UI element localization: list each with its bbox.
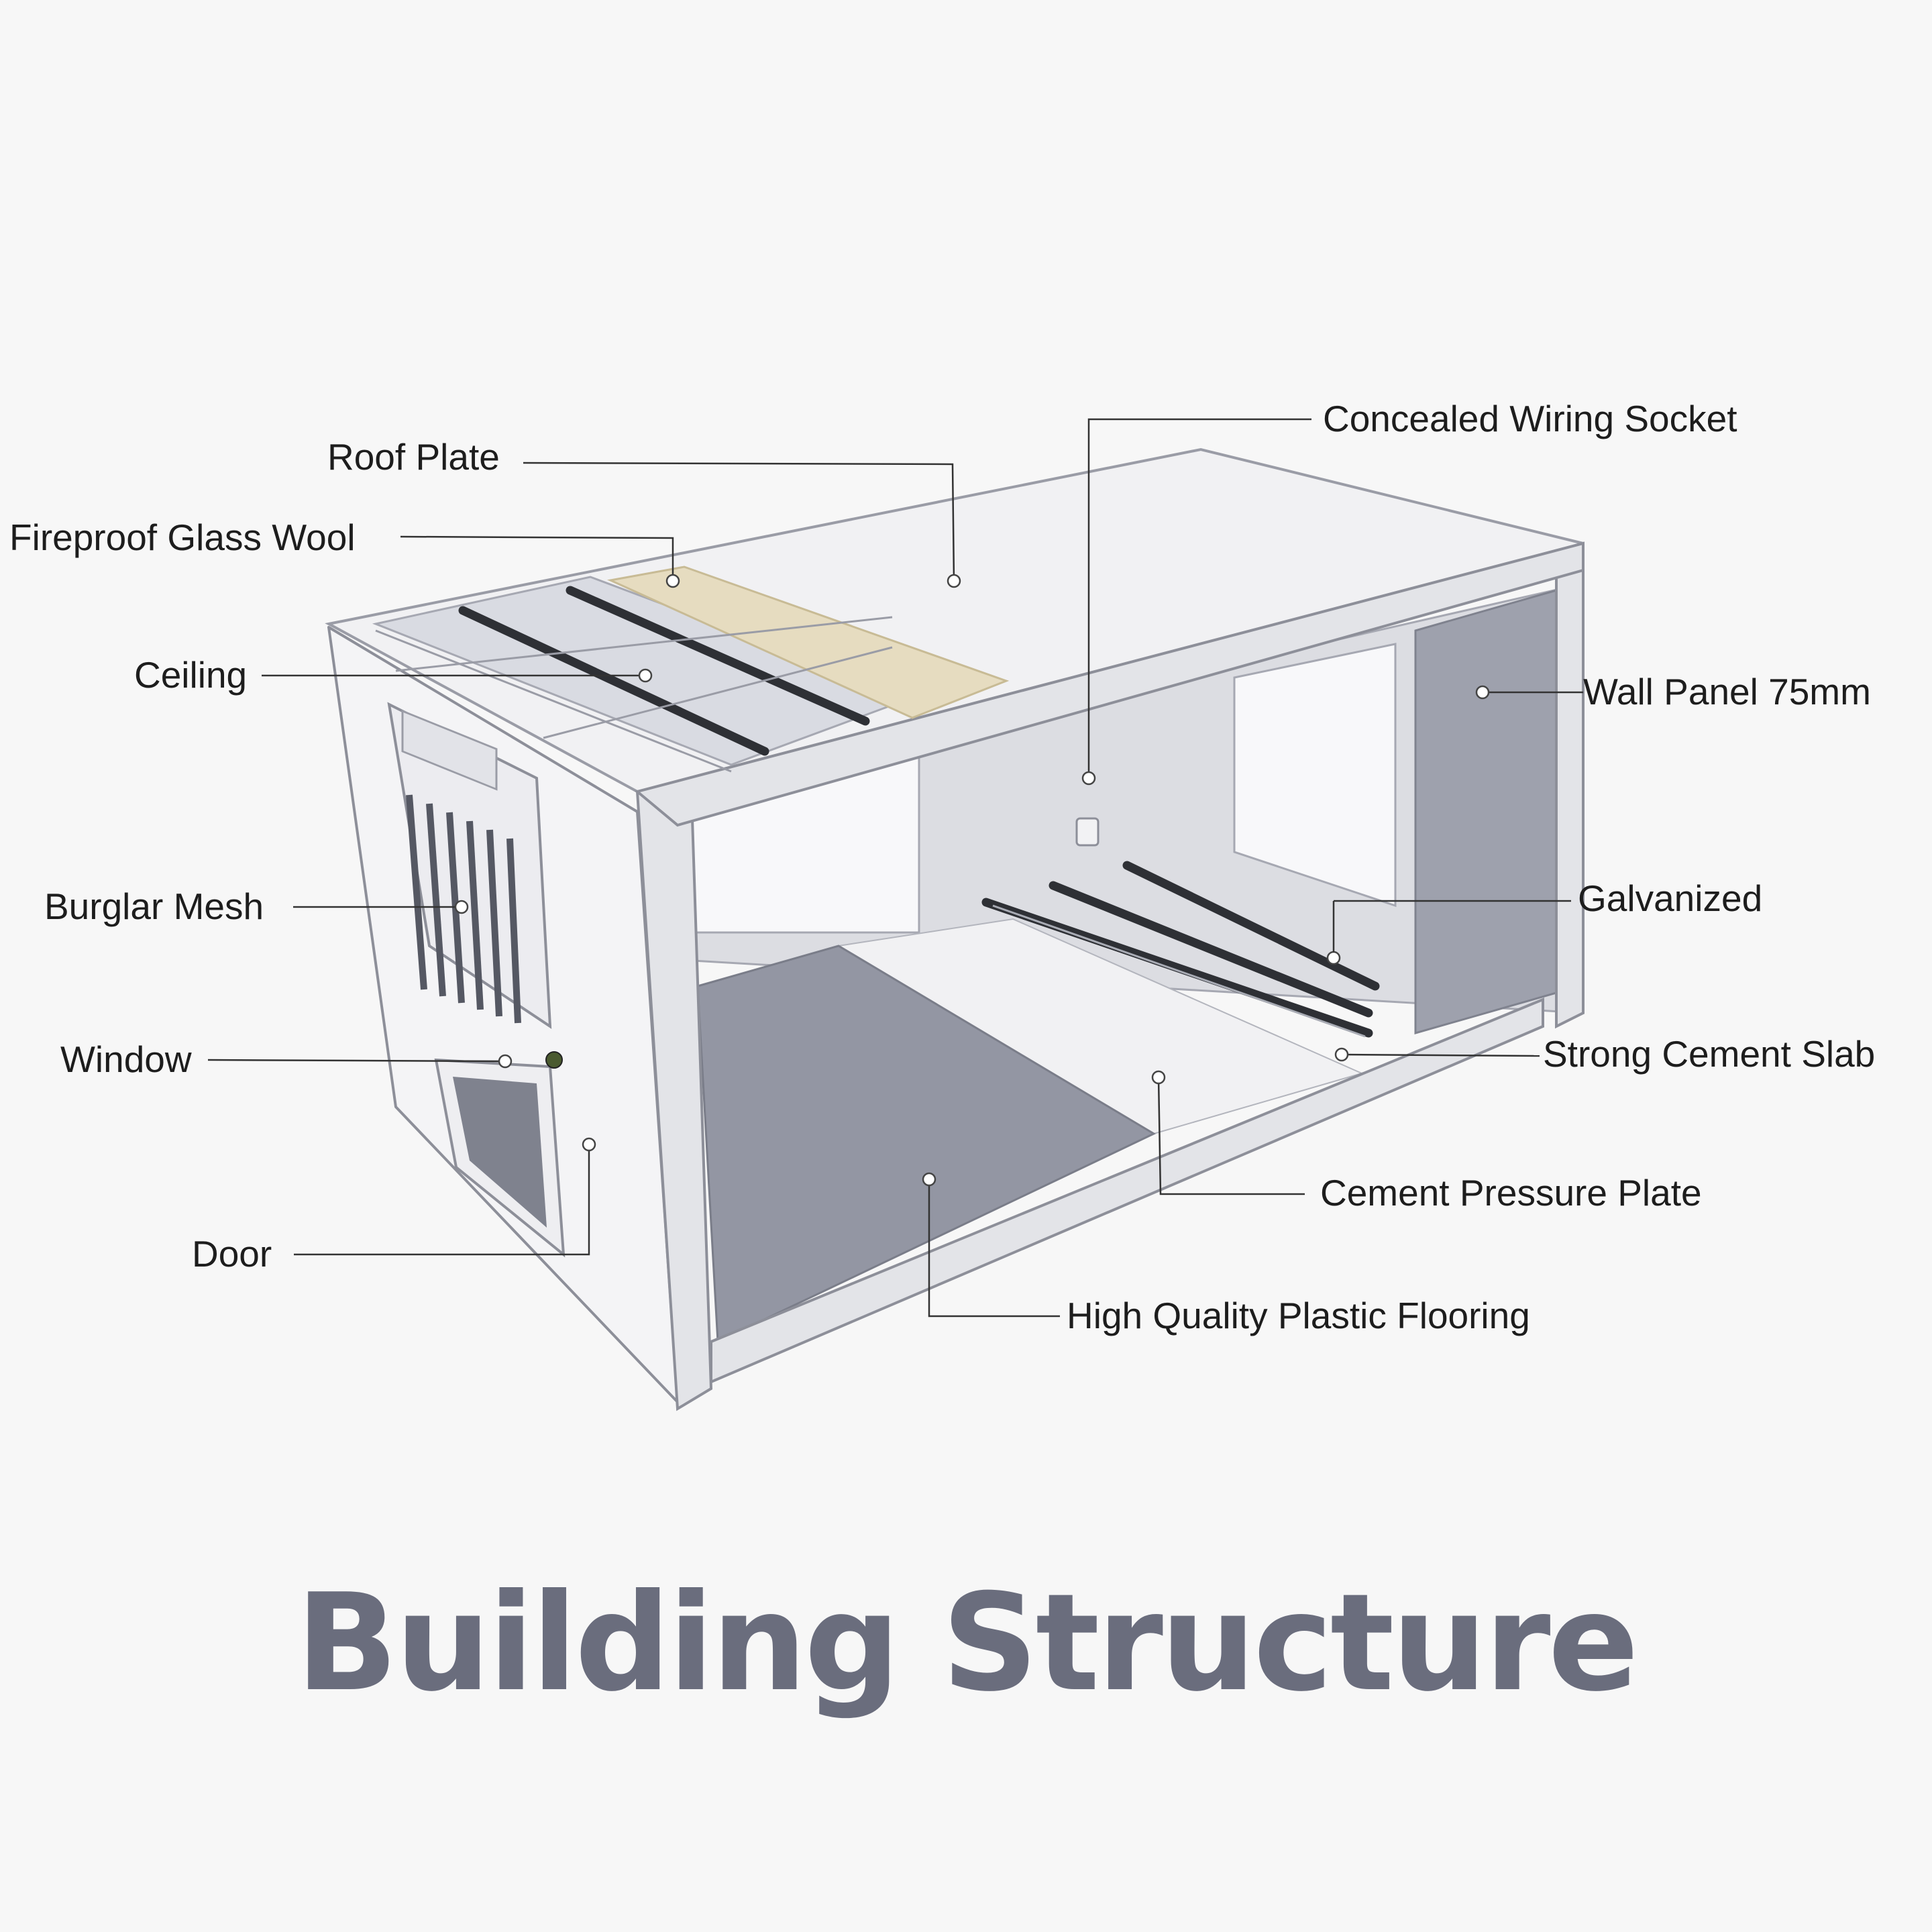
dot-galvanized xyxy=(1326,951,1341,965)
label-window: Window xyxy=(60,1038,192,1080)
door-handle xyxy=(545,1051,563,1069)
dot-roof-plate xyxy=(947,574,961,588)
wall-panel xyxy=(1414,589,1558,1034)
dot-strong-cement-slab xyxy=(1334,1047,1349,1062)
label-plastic-flooring: High Quality Plastic Flooring xyxy=(1067,1295,1530,1336)
dot-ceiling xyxy=(638,668,653,683)
label-concealed-wiring-socket: Concealed Wiring Socket xyxy=(1323,398,1737,439)
label-door: Door xyxy=(192,1233,272,1275)
leader-lines xyxy=(207,418,1583,1318)
labels: Roof Plate Fireproof Glass Wool Ceiling … xyxy=(9,398,1875,1336)
right-post xyxy=(1555,554,1585,1029)
fireproof-glass-wool xyxy=(607,566,1010,719)
label-cement-pressure-plate: Cement Pressure Plate xyxy=(1320,1172,1702,1214)
dot-door xyxy=(582,1137,596,1152)
wiring-socket-box xyxy=(1075,817,1099,847)
bottom-rail xyxy=(710,998,1544,1385)
diagram-title: Building Structure xyxy=(296,1565,1636,1721)
dot-window xyxy=(498,1054,513,1069)
label-strong-cement-slab: Strong Cement Slab xyxy=(1543,1033,1875,1075)
dot-wiring-socket xyxy=(1081,771,1096,786)
label-roof-plate: Roof Plate xyxy=(327,436,500,478)
callout-dots xyxy=(454,574,1490,1187)
container-illustration xyxy=(325,447,1585,1411)
back-window-right xyxy=(1233,643,1397,908)
dot-burglar-mesh xyxy=(454,900,469,914)
dot-wall-panel xyxy=(1475,685,1490,700)
label-burglar-mesh: Burglar Mesh xyxy=(44,885,264,927)
dot-fireproof-glass-wool xyxy=(665,574,680,588)
top-rail xyxy=(634,541,1585,827)
plastic-flooring xyxy=(696,945,1157,1344)
label-wall-panel: Wall Panel 75mm xyxy=(1583,671,1871,712)
dot-plastic-flooring xyxy=(922,1172,936,1187)
label-galvanized: Galvanized xyxy=(1578,877,1762,919)
label-ceiling: Ceiling xyxy=(134,654,247,696)
dot-cement-pressure-plate xyxy=(1151,1070,1166,1085)
label-fireproof-glass-wool: Fireproof Glass Wool xyxy=(9,517,356,558)
